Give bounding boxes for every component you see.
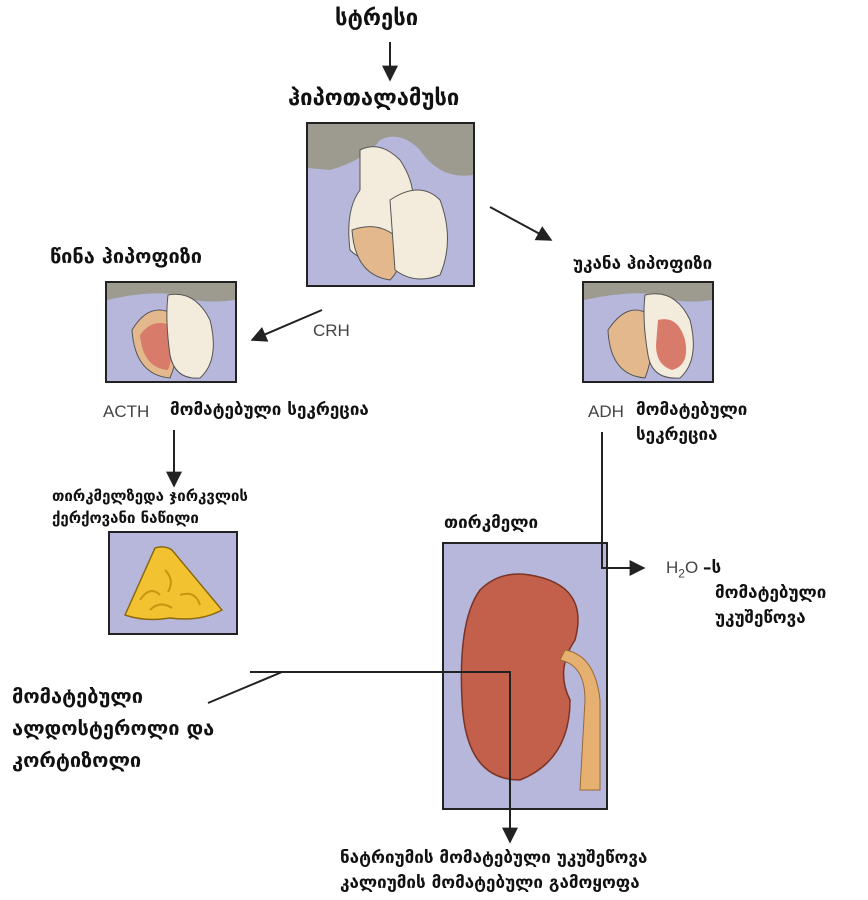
arrow-hypothalamus-to-posterior bbox=[490, 207, 551, 240]
h2o-label: H2O –ს bbox=[666, 558, 721, 580]
kidney-label: თირკმელი bbox=[444, 513, 538, 533]
adrenal-cortex-label: თირკმელზედა ჯირკვლის ქერქოვანი ნაწილი bbox=[52, 486, 248, 530]
anterior-pituitary-panel bbox=[106, 282, 236, 382]
acth-secretion-label: მომატებული სეკრეცია bbox=[170, 400, 369, 420]
arrow-crh-to-anterior bbox=[252, 310, 322, 340]
kidney-panel bbox=[443, 543, 607, 809]
crh-label: CRH bbox=[313, 321, 350, 341]
adh-label: ADH bbox=[588, 402, 624, 422]
posterior-pituitary-label: უკანა ჰიპოფიზი bbox=[573, 254, 712, 274]
water-reabsorption-label: მომატებული უკუშეწოვა bbox=[715, 581, 826, 630]
sodium-potassium-label: ნატრიუმის მომატებული უკუშეწოვა კალიუმის … bbox=[340, 846, 647, 895]
adh-secretion-label: მომატებული სეკრეცია bbox=[636, 398, 747, 447]
posterior-pituitary-panel bbox=[583, 282, 713, 382]
hypothalamus-label: ჰიპოთალამუსი bbox=[288, 86, 459, 111]
adrenal-cortex-panel bbox=[109, 532, 237, 634]
hypothalamus-panel bbox=[307, 123, 474, 286]
arrow-adh-to-water bbox=[602, 432, 644, 568]
stress-label: სტრესი bbox=[335, 6, 418, 31]
aldosterone-cortisol-label: მომატებული ალდოსტეროლი და კორტიზოლი bbox=[12, 680, 214, 776]
anterior-pituitary-label: წინა ჰიპოფიზი bbox=[50, 244, 202, 268]
acth-label: ACTH bbox=[103, 402, 149, 422]
